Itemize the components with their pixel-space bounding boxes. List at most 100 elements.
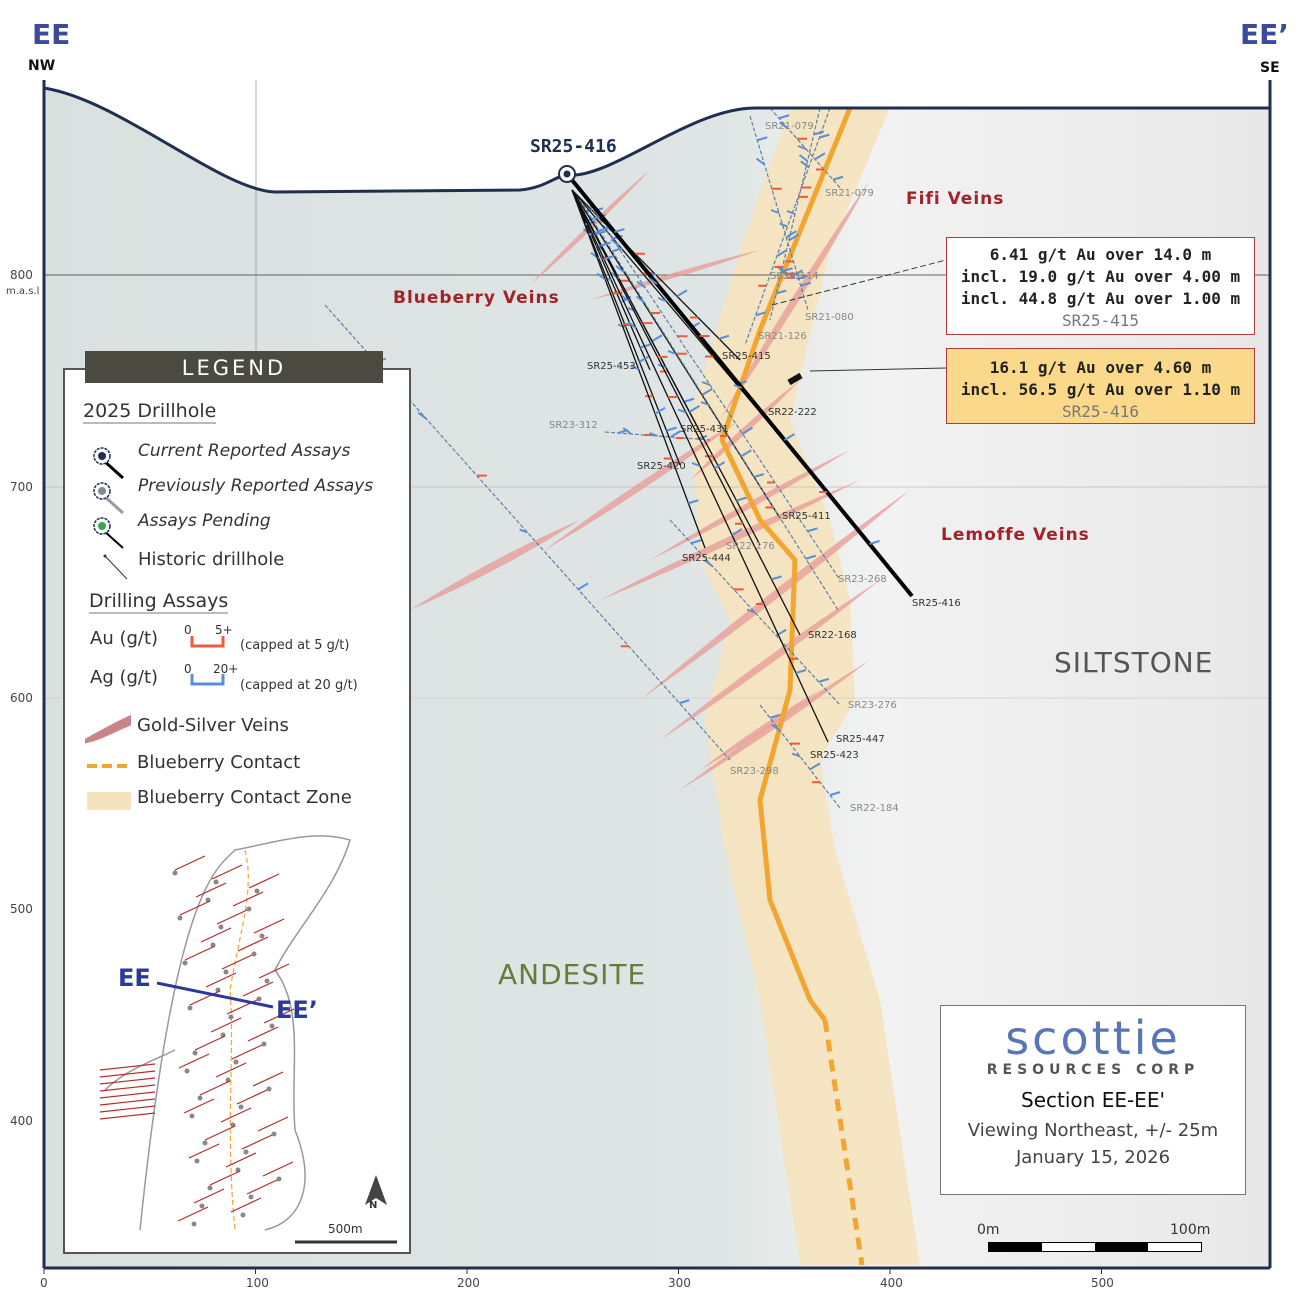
drillhole-label[interactable]: SR21-114	[770, 271, 819, 282]
ag-assay-bar	[736, 496, 747, 502]
scale-start: 0m	[977, 1222, 1000, 1238]
ag-assay-bar	[690, 539, 702, 545]
vein-shape	[660, 580, 880, 740]
legend-au-max: 5+	[215, 623, 233, 637]
inset-vein	[178, 1053, 210, 1069]
previous-assays-icon	[93, 482, 125, 515]
dist-tick-200: 200	[457, 1276, 480, 1290]
ag-assay-bar	[703, 559, 714, 568]
callout-line: 6.41 g/t Au over 14.0 m	[989, 245, 1212, 264]
inset-vein	[193, 1188, 225, 1204]
drillhole-label[interactable]: SR25-415	[722, 351, 771, 362]
drillhole-label[interactable]: SR23-312	[549, 420, 598, 431]
assay-callout-sr25-416: 16.1 g/t Au over 4.60 m incl. 56.5 g/t A…	[946, 348, 1255, 424]
inset-collar	[177, 915, 183, 921]
ag-assay-bar	[654, 406, 666, 415]
inset-collar	[243, 1149, 249, 1155]
figure-date: January 15, 2026	[1015, 1147, 1171, 1168]
historic-drillhole-trace	[324, 304, 731, 761]
drillhole-label[interactable]: SR25-447	[836, 734, 885, 745]
company-logo: scottie	[1005, 1011, 1181, 1065]
vein-shape	[590, 250, 760, 300]
legend-pending: Assays Pending	[138, 511, 271, 531]
ag-assay-bar	[740, 449, 752, 458]
inset-vein	[241, 1134, 273, 1150]
drillhole-label[interactable]: SR22-168	[808, 630, 857, 641]
ag-assay-bar	[688, 405, 701, 413]
inset-vein	[215, 1062, 247, 1078]
drillhole-label[interactable]: SR22-222	[768, 407, 817, 418]
dist-tick-500: 500	[1091, 1276, 1114, 1290]
inset-vein	[257, 1116, 289, 1132]
inset-collar	[191, 1221, 197, 1227]
ag-assay-bar	[614, 228, 625, 233]
callout-line: incl. 44.8 g/t Au over 1.00 m	[960, 289, 1241, 308]
inset-collar	[276, 1176, 282, 1182]
ag-assay-bar	[635, 295, 646, 304]
drillhole-label[interactable]: SR21-079	[765, 121, 814, 132]
drillhole-label[interactable]: SR25-420	[637, 461, 686, 472]
ag-assay-bar	[639, 343, 651, 349]
ag-assay-bar	[832, 175, 844, 181]
dist-tick-100: 100	[246, 1276, 269, 1290]
drillhole-label[interactable]: SR23-298	[730, 766, 779, 777]
inset-collar	[254, 888, 260, 894]
drillhole-label[interactable]: SR22-176	[726, 541, 775, 552]
ag-assay-bar	[807, 527, 818, 533]
inset-scale-label: 500m	[328, 1222, 363, 1236]
inset-collar	[223, 969, 229, 975]
inset-vein	[231, 1044, 263, 1060]
ag-assay-bar	[788, 233, 800, 242]
section-end-label: EE’	[1240, 18, 1289, 51]
ag-assay-bar	[657, 297, 667, 302]
legend-assays-heading: Drilling Assays	[89, 590, 229, 614]
ag-assay-bar	[587, 216, 599, 222]
au-scale-icon	[190, 636, 225, 648]
ag-assay-bar	[667, 350, 677, 355]
ag-assay-bar	[776, 249, 788, 257]
inset-collar	[197, 1095, 203, 1101]
drillhole-label[interactable]: SR25-453	[587, 361, 636, 372]
inset-vein	[248, 873, 280, 889]
elev-tick-800: 800	[10, 268, 33, 282]
drillhole-label[interactable]: SR21-080	[805, 312, 854, 323]
drillhole-label[interactable]: SR23-276	[848, 700, 897, 711]
inset-vein	[99, 1077, 156, 1085]
inset-vein	[221, 954, 253, 970]
legend-au-min: 0	[184, 623, 192, 637]
drillhole-label[interactable]: SR21-079	[825, 188, 874, 199]
ag-assay-bar	[805, 554, 817, 560]
drillhole-label[interactable]: SR22-184	[850, 803, 899, 814]
ag-assay-bar	[701, 381, 711, 386]
drillhole-label[interactable]: SR21-126	[758, 331, 807, 342]
ag-assay-bar	[577, 582, 589, 591]
drillhole-label[interactable]: SR25-411	[782, 511, 831, 522]
axis-ticks	[43, 1268, 1102, 1274]
drillhole-label[interactable]: SR25-416	[912, 598, 961, 609]
fifi-veins-label: Fifi Veins	[906, 189, 1005, 209]
ag-assay-bar	[779, 222, 788, 228]
drillhole-label[interactable]: SR23-268	[838, 574, 887, 585]
drillhole-label[interactable]: SR25-444	[682, 553, 731, 564]
ag-assay-bar	[696, 435, 708, 440]
vein-shape	[700, 690, 820, 770]
legend-current: Current Reported Assays	[138, 441, 351, 461]
inset-vein	[194, 1035, 226, 1051]
andesite-label: ANDESITE	[498, 958, 647, 991]
drillhole-label[interactable]: SR25-431	[680, 424, 729, 435]
callout-hole-id: SR25-415	[1061, 311, 1140, 330]
vein-shape	[410, 520, 580, 610]
legend-previous: Previously Reported Assays	[138, 476, 374, 496]
historic-drillhole-icon	[103, 554, 128, 580]
inset-vein	[99, 1091, 156, 1099]
inset-vein	[246, 1179, 278, 1195]
vein-shape	[640, 490, 910, 700]
inset-collar	[248, 1194, 254, 1200]
inset-vein	[209, 1170, 241, 1186]
drillhole-label[interactable]: SR25-423	[810, 750, 859, 761]
ag-assay-bar	[666, 426, 677, 432]
inset-vein	[189, 990, 221, 1006]
ag-assay-bar	[791, 269, 804, 278]
company-logo-sub: RESOURCES CORP	[986, 1062, 1200, 1078]
inset-collar	[233, 1059, 239, 1065]
